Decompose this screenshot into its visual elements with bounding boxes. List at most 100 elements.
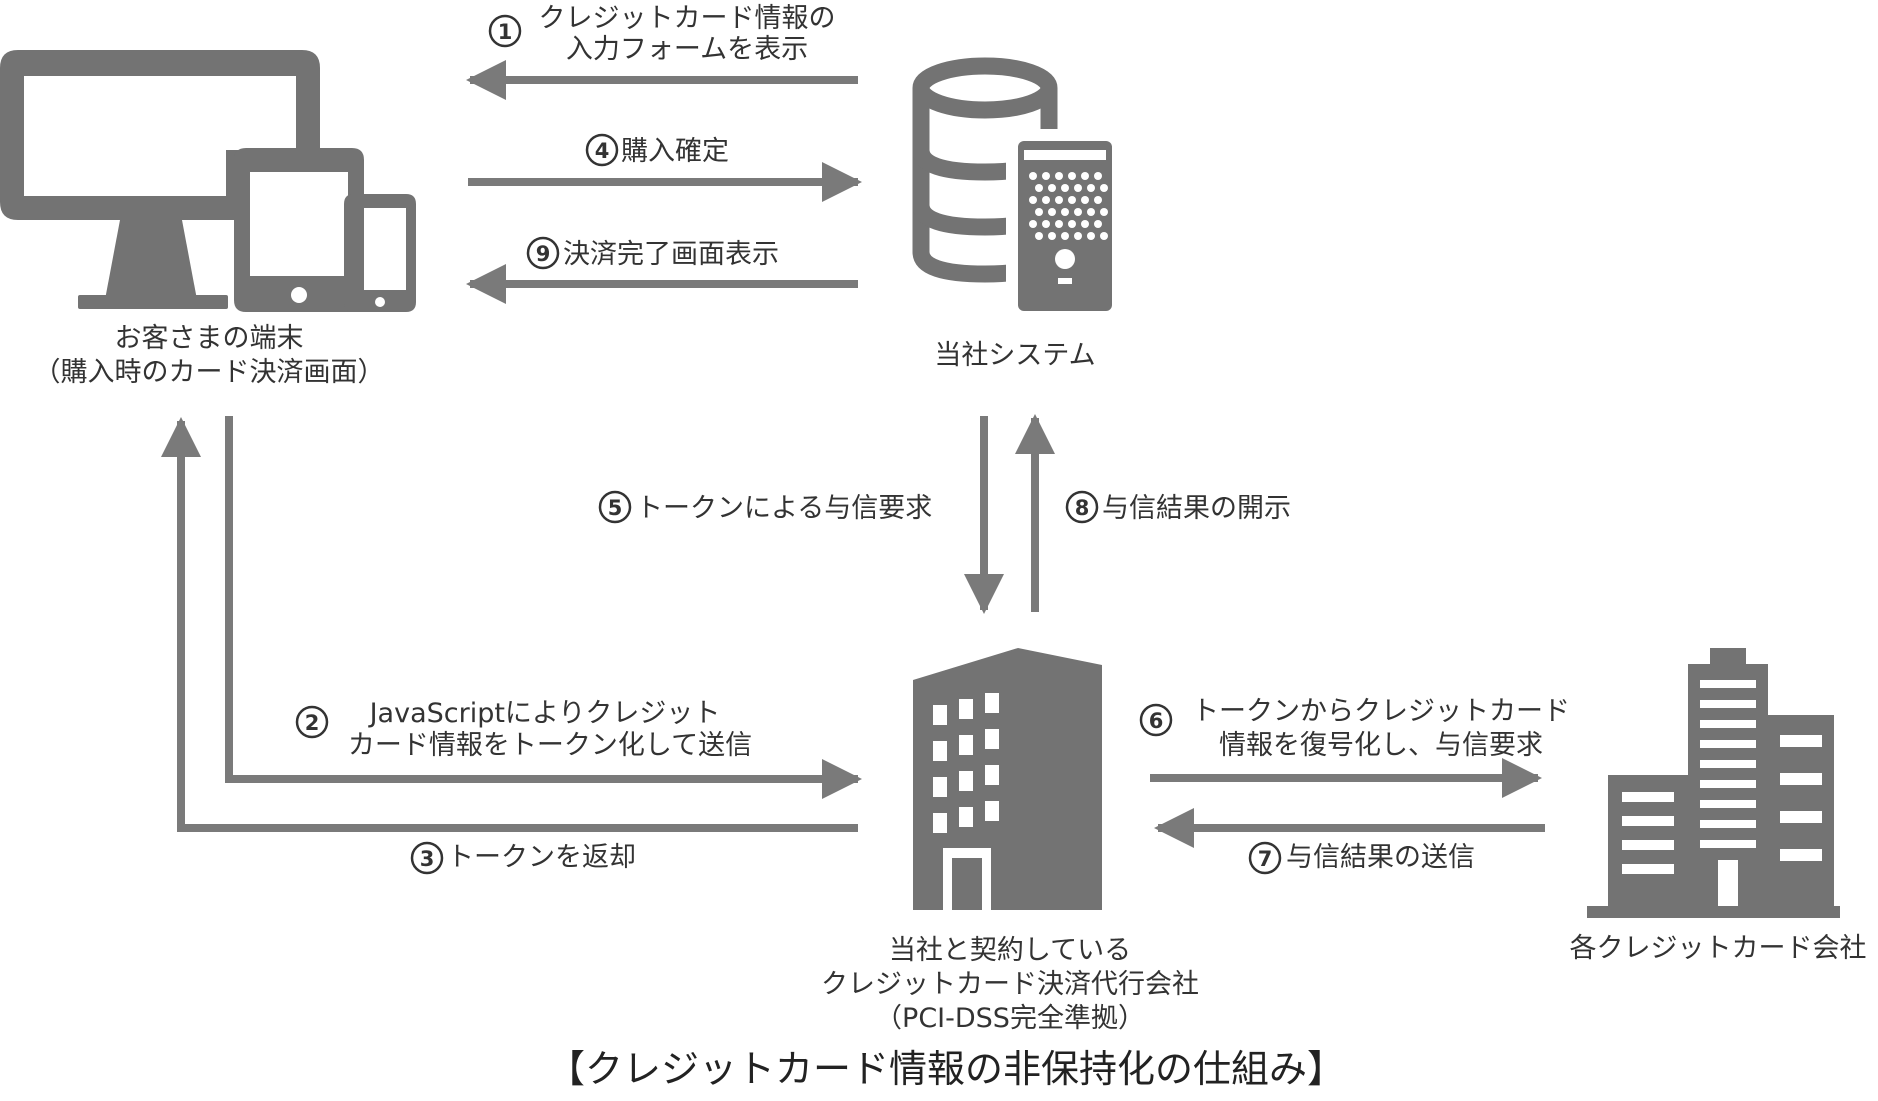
server-grille-dot bbox=[1048, 232, 1056, 240]
company-system-icon bbox=[912, 57, 1124, 321]
svg-text:4: 4 bbox=[595, 139, 610, 163]
svg-text:トークンによる与信要求: トークンによる与信要求 bbox=[636, 493, 932, 524]
step-6-label: 6 トークンからクレジットカード 情報を復号化し、与信要求 bbox=[1139, 696, 1570, 761]
svg-text:カード情報をトークン化して送信: カード情報をトークン化して送信 bbox=[348, 730, 752, 761]
annex-window-left bbox=[1622, 816, 1674, 826]
step-4-label: 4 購入確定 bbox=[585, 133, 729, 167]
svg-text:3: 3 bbox=[420, 847, 435, 871]
building-window bbox=[985, 693, 999, 713]
step-3-badge bbox=[410, 841, 444, 875]
step-4-badge bbox=[585, 133, 619, 167]
processor-label-2: クレジットカード決済代行会社 bbox=[821, 969, 1199, 1000]
building-window bbox=[933, 741, 947, 761]
server-grille-dot bbox=[1035, 184, 1043, 192]
card-companies-buildings-icon bbox=[1587, 648, 1840, 918]
customer-sublabel: （購入時のカード決済画面） bbox=[34, 357, 385, 388]
server-grille-dot bbox=[1081, 196, 1089, 204]
server-grille-dot bbox=[1100, 208, 1108, 216]
annex-window-right bbox=[1780, 773, 1822, 785]
server-grille-dot bbox=[1042, 196, 1050, 204]
server-grille-dot bbox=[1068, 220, 1076, 228]
tower-window bbox=[1700, 700, 1756, 708]
step-9-label: 9 決済完了画面表示 bbox=[526, 236, 779, 270]
annex-window-right bbox=[1780, 849, 1822, 861]
server-grille-dot bbox=[1042, 220, 1050, 228]
payment-processor-building-icon bbox=[913, 648, 1102, 910]
server-grille-dot bbox=[1061, 184, 1069, 192]
tower-window bbox=[1700, 740, 1756, 748]
server-grille-dot bbox=[1035, 208, 1043, 216]
step-2-badge bbox=[295, 705, 329, 739]
step-9-badge bbox=[526, 236, 560, 270]
step-7-badge bbox=[1248, 841, 1282, 875]
tower-window bbox=[1700, 760, 1756, 768]
svg-text:与信結果の開示: 与信結果の開示 bbox=[1102, 493, 1291, 524]
step-2-label: 2 JavaScriptによりクレジット カード情報をトークン化して送信 bbox=[295, 698, 752, 761]
building-window bbox=[959, 807, 973, 827]
svg-text:与信結果の送信: 与信結果の送信 bbox=[1286, 842, 1475, 873]
svg-text:9: 9 bbox=[536, 242, 551, 266]
arrows bbox=[161, 60, 1545, 848]
processor-label-3: （PCI-DSS完全準拠） bbox=[875, 1003, 1145, 1034]
server-grille-dot bbox=[1048, 208, 1056, 216]
building-window bbox=[959, 735, 973, 755]
svg-text:1: 1 bbox=[498, 20, 513, 44]
server-grille-dot bbox=[1029, 172, 1037, 180]
tower-window bbox=[1700, 780, 1756, 788]
building-window bbox=[933, 705, 947, 725]
server-grille-dot bbox=[1055, 172, 1063, 180]
svg-text:2: 2 bbox=[305, 711, 320, 735]
building-window bbox=[985, 765, 999, 785]
building-window bbox=[959, 771, 973, 791]
server-grille-dot bbox=[1087, 208, 1095, 216]
step-8-label: 8 与信結果の開示 bbox=[1065, 490, 1291, 524]
step-5-badge bbox=[598, 490, 632, 524]
server-grille-dot bbox=[1074, 232, 1082, 240]
building-window bbox=[985, 729, 999, 749]
server-grille-dot bbox=[1074, 208, 1082, 216]
server-grille-dot bbox=[1055, 220, 1063, 228]
tower-window bbox=[1700, 820, 1756, 828]
step-8-badge bbox=[1065, 490, 1099, 524]
server-grille-dot bbox=[1100, 232, 1108, 240]
step-3-label: 3 トークンを返却 bbox=[410, 841, 636, 875]
annex-window-right bbox=[1780, 811, 1822, 823]
svg-text:クレジットカード情報の: クレジットカード情報の bbox=[539, 3, 836, 34]
system-label: 当社システム bbox=[934, 340, 1095, 371]
annex-window-left bbox=[1622, 864, 1674, 874]
annex-window-right bbox=[1780, 735, 1822, 747]
svg-text:7: 7 bbox=[1258, 847, 1273, 871]
svg-text:5: 5 bbox=[608, 496, 623, 520]
customer-devices-icon bbox=[0, 50, 416, 312]
svg-text:決済完了画面表示: 決済完了画面表示 bbox=[563, 239, 779, 270]
server-grille-dot bbox=[1068, 196, 1076, 204]
server-grille-dot bbox=[1068, 172, 1076, 180]
svg-text:情報を復号化し、与信要求: 情報を復号化し、与信要求 bbox=[1219, 730, 1543, 761]
tower-window bbox=[1700, 680, 1756, 688]
server-grille-dot bbox=[1081, 220, 1089, 228]
arrow-step-3 bbox=[161, 417, 858, 832]
tower-window bbox=[1700, 840, 1756, 848]
server-grille-dot bbox=[1074, 184, 1082, 192]
tower-window bbox=[1700, 800, 1756, 808]
building-window bbox=[959, 699, 973, 719]
server-grille-dot bbox=[1087, 232, 1095, 240]
step-5-label: 5 トークンによる与信要求 bbox=[598, 490, 932, 524]
svg-text:購入確定: 購入確定 bbox=[621, 136, 729, 167]
server-grille-dot bbox=[1035, 232, 1043, 240]
server-grille-dot bbox=[1087, 184, 1095, 192]
server-grille-dot bbox=[1094, 220, 1102, 228]
customer-label: お客さまの端末 bbox=[115, 323, 304, 354]
building-window bbox=[985, 801, 999, 821]
svg-text:6: 6 bbox=[1149, 709, 1164, 733]
processor-label-1: 当社と契約している bbox=[889, 935, 1131, 966]
server-grille-dot bbox=[1042, 172, 1050, 180]
step-1-badge bbox=[488, 14, 522, 48]
building-window bbox=[933, 777, 947, 797]
server-grille-dot bbox=[1061, 232, 1069, 240]
svg-text:トークンからクレジットカード: トークンからクレジットカード bbox=[1192, 696, 1570, 727]
svg-text:8: 8 bbox=[1075, 496, 1090, 520]
server-grille-dot bbox=[1029, 196, 1037, 204]
arrow-step-2 bbox=[225, 416, 862, 799]
